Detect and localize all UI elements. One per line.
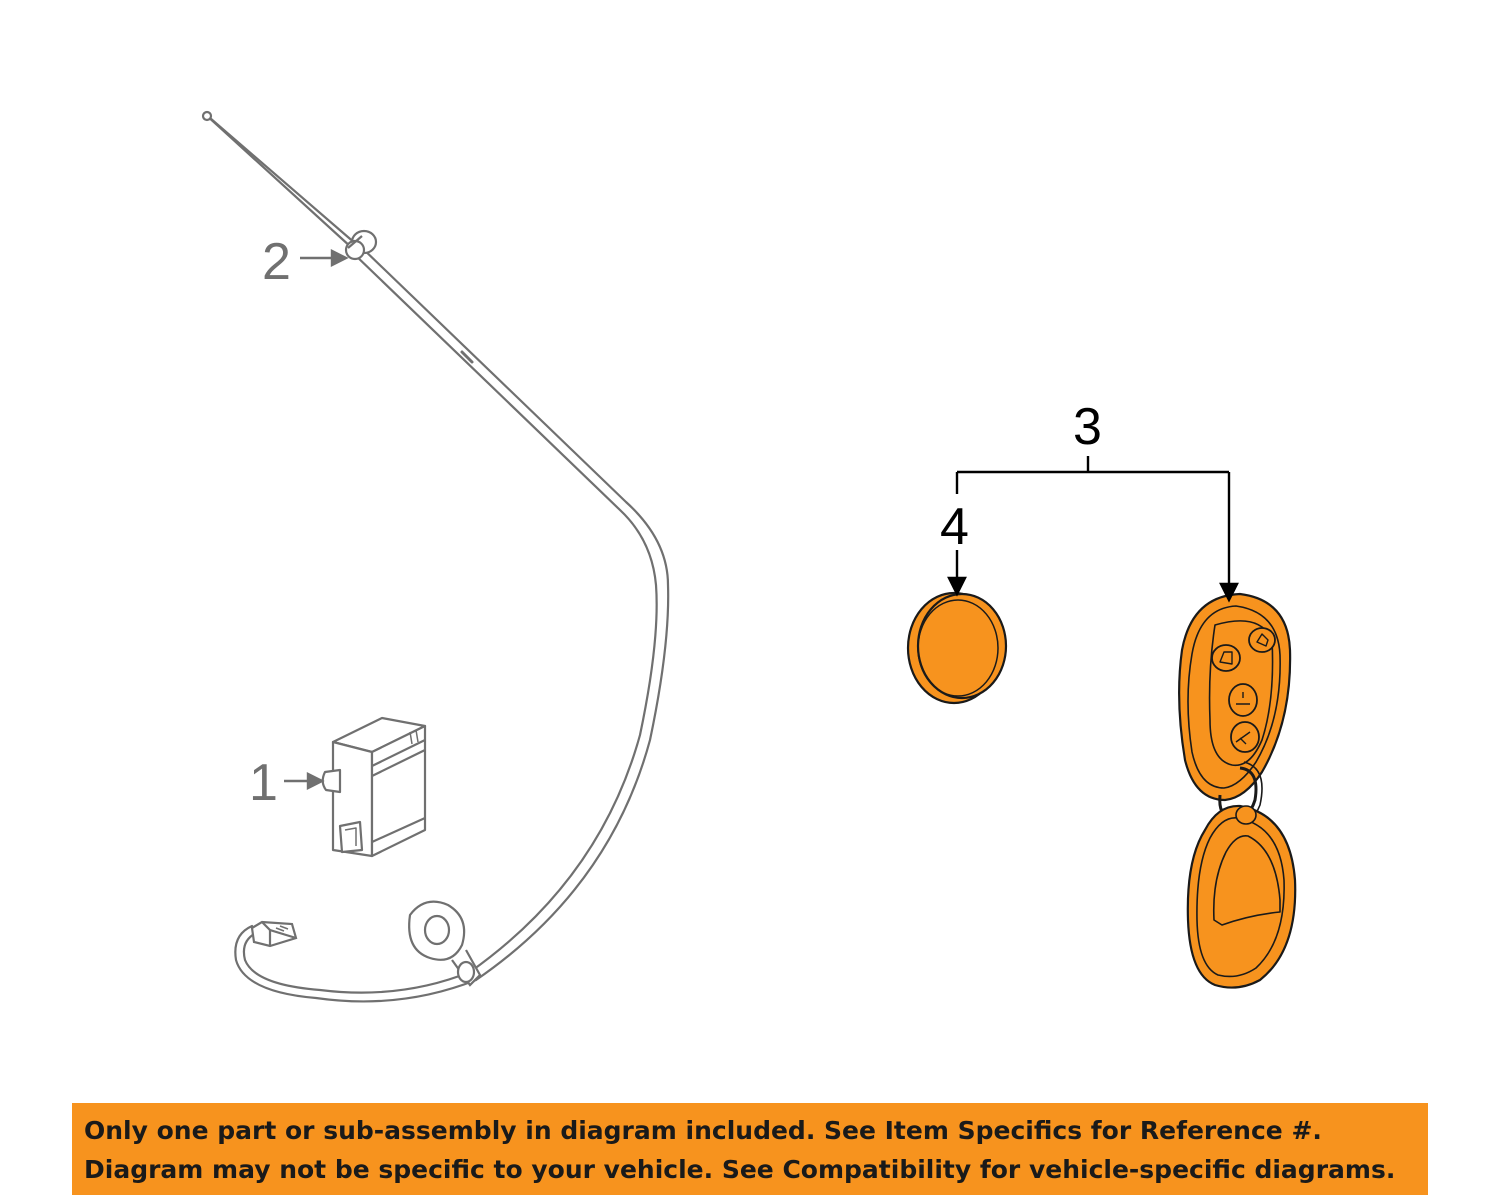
callout-1: 1 (249, 754, 278, 812)
ring-terminal (408, 900, 482, 987)
callout-2: 2 (262, 233, 291, 291)
callout-4: 4 (940, 498, 969, 556)
leader-3 (955, 456, 1239, 603)
coin-battery (906, 591, 1008, 705)
receiver-module (321, 716, 427, 858)
cable-connector (250, 920, 298, 948)
leader-4 (947, 550, 967, 597)
leader-2 (300, 249, 349, 267)
disclaimer-banner: Only one part or sub-assembly in diagram… (72, 1103, 1428, 1195)
disclaimer-line-2: Diagram may not be specific to your vehi… (84, 1155, 1396, 1184)
key-fob (1178, 592, 1297, 989)
leader-1 (284, 772, 325, 790)
antenna-clip (344, 229, 378, 261)
antenna-cable (201, 110, 670, 1003)
callout-3: 3 (1073, 398, 1102, 456)
disclaimer-line-1: Only one part or sub-assembly in diagram… (84, 1116, 1322, 1145)
fob-buttons (1211, 627, 1276, 753)
